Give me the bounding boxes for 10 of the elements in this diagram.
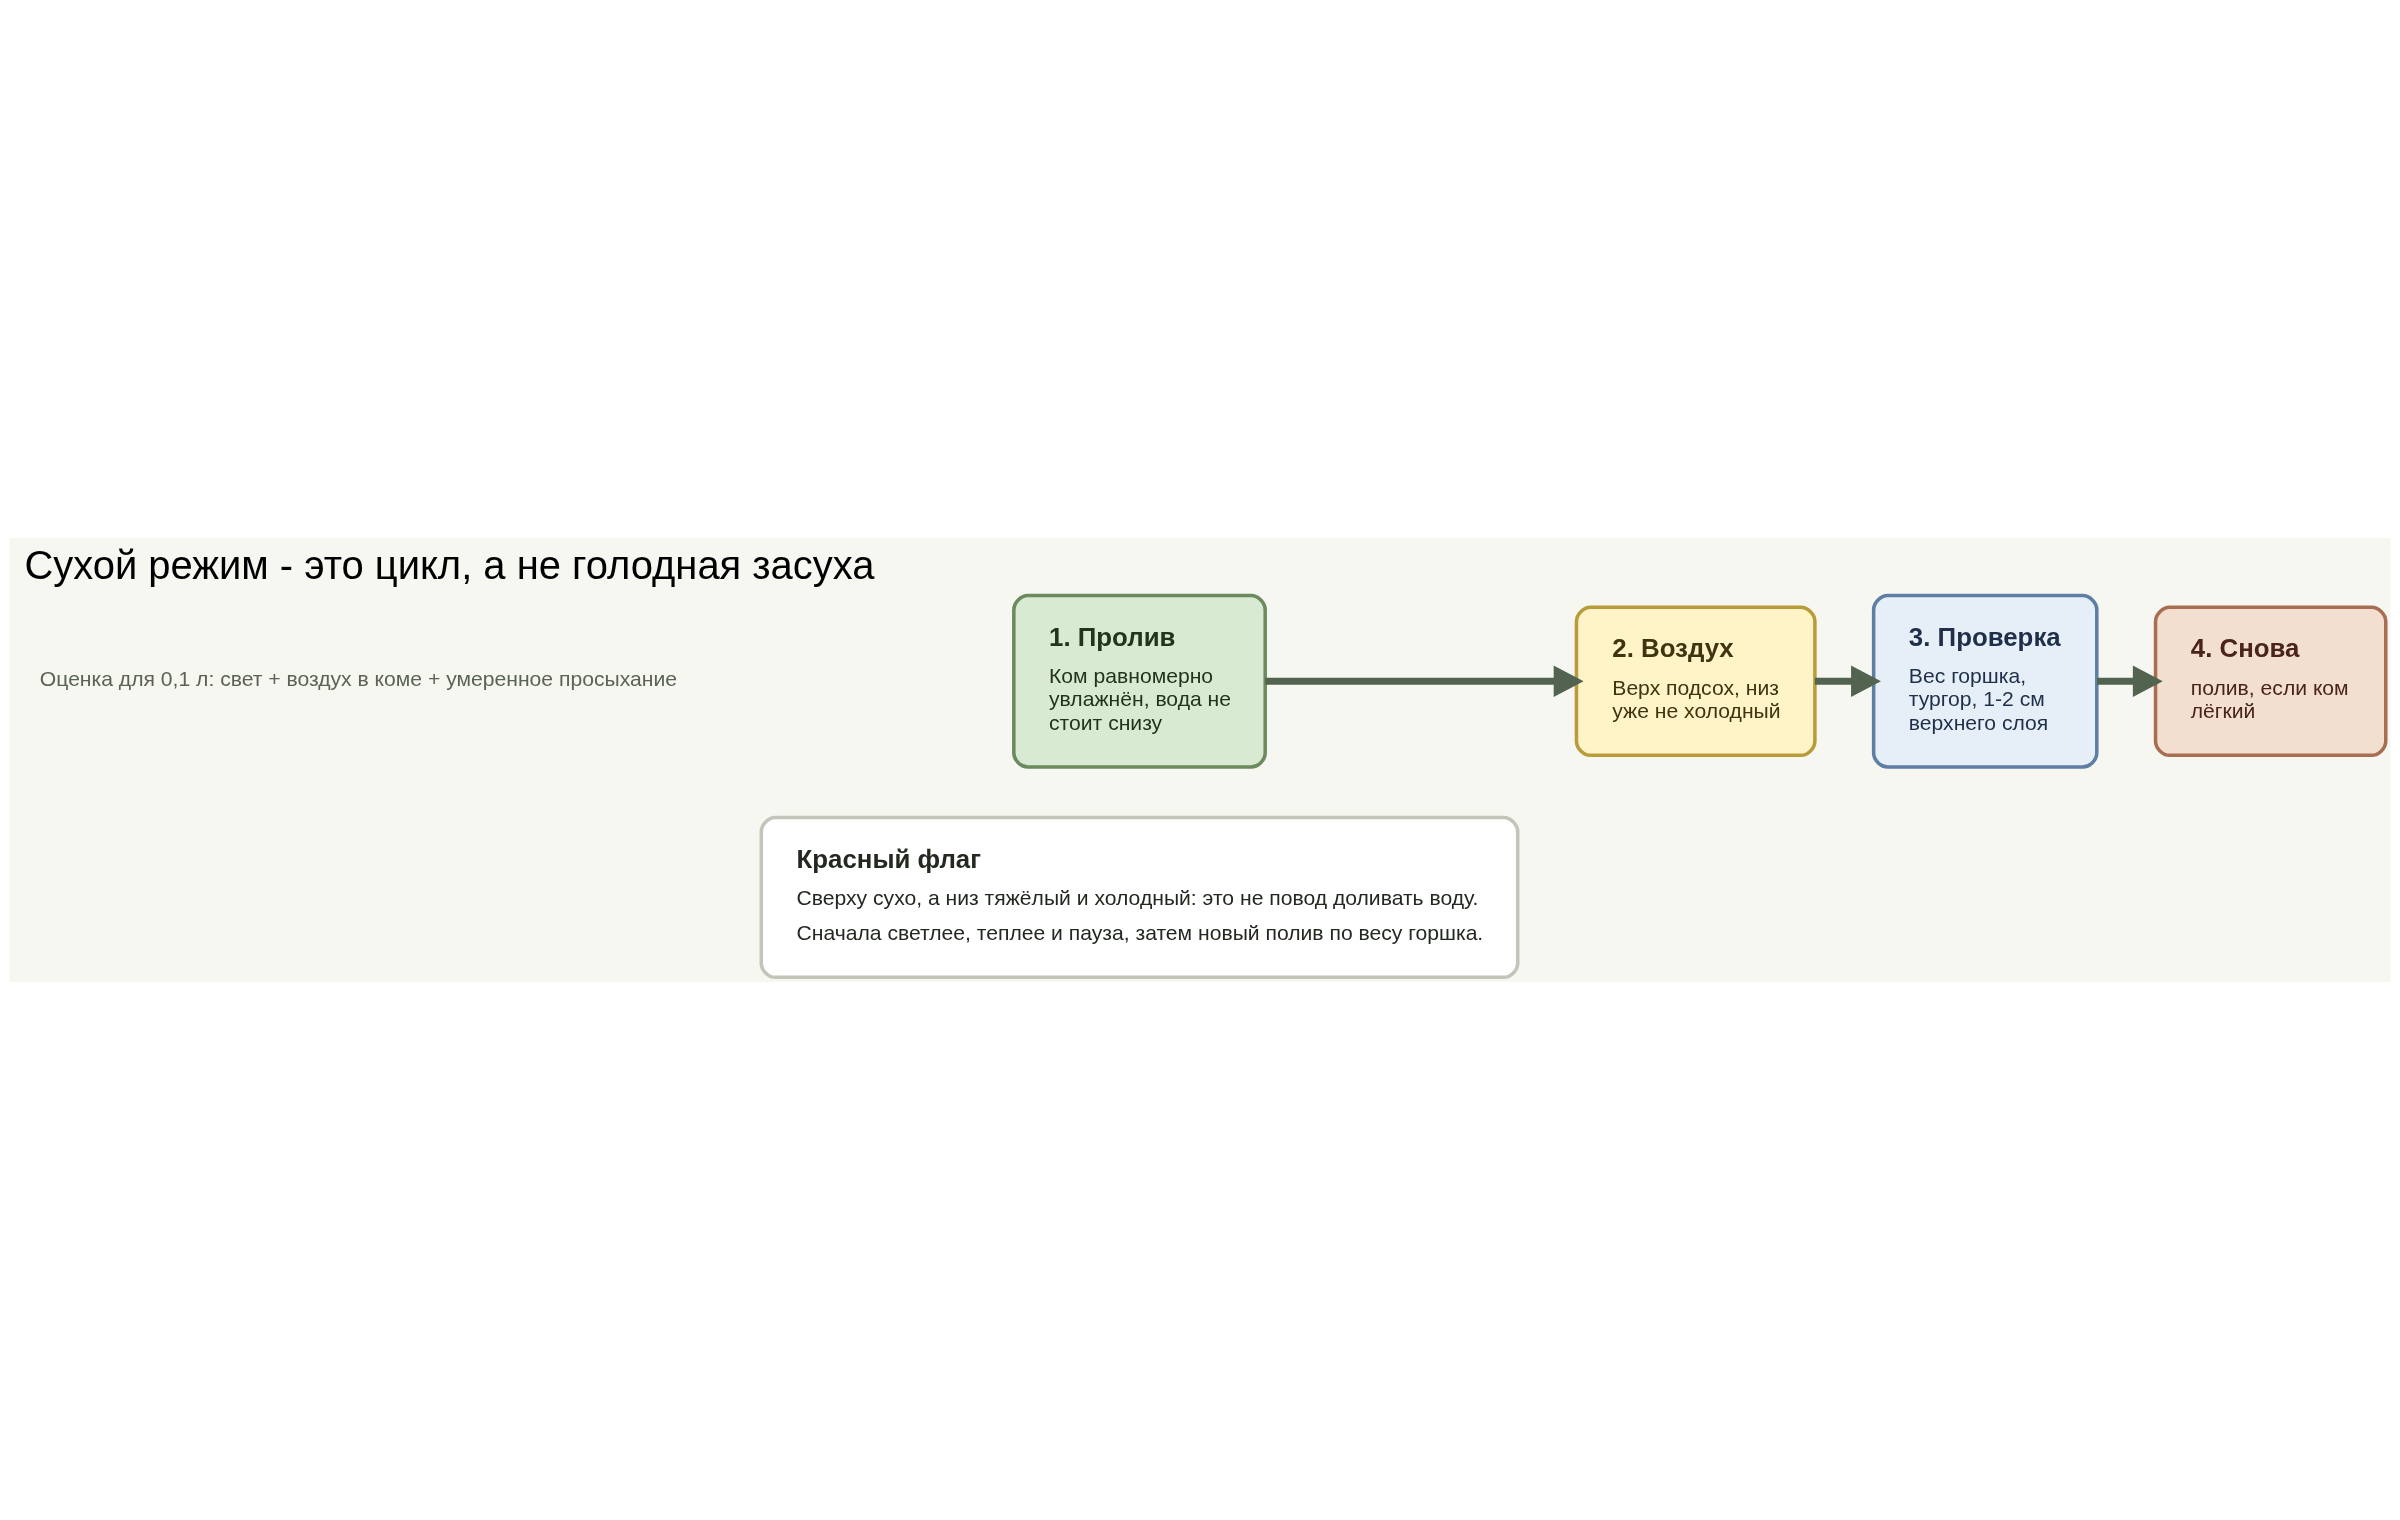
- diagram-title: Сухой режим - это цикл, а не голодная засуха: [24, 543, 875, 588]
- node-box: 1. Пролив Ком равномерно увлажнён, вода не стоит снизу: [1012, 593, 1267, 769]
- node-box: 2. Воздух Верх подсох, низ уже не холодный: [1574, 605, 1817, 758]
- arrow: [1814, 665, 1881, 697]
- node-box: Красный флаг Сверху сухо, а низ тяжёлый и холодный: это не повод доливать воду. Сначала светлее, теплее и пауза, затем новый полив по весу горшка.: [759, 815, 1520, 980]
- arrow: [2097, 665, 2163, 697]
- node-box: 4. Снова полив, если ком лёгкий: [2153, 605, 2388, 758]
- arrow: [1265, 665, 1584, 697]
- node-box: 3. Проверка Вес горшка, тургор, 1-2 см верхнего слоя: [1871, 593, 2099, 769]
- label: Оценка для 0,1 л: свет + воздух в коме + умеренное просыхание: [39, 667, 677, 691]
